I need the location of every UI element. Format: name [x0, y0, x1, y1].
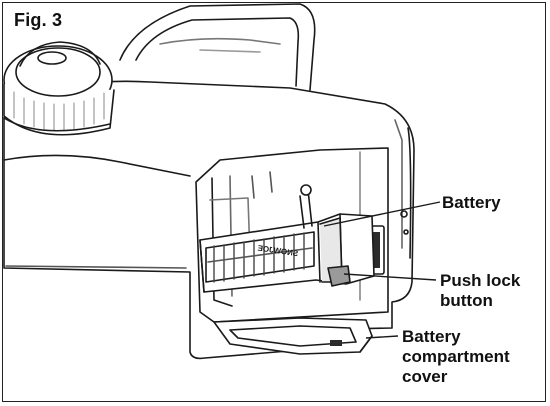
push-lock-label-line1: Push lock	[440, 271, 521, 290]
figure-title: Fig. 3	[14, 10, 63, 30]
leader-lines	[323, 201, 441, 339]
handle	[119, 3, 316, 91]
cover-label-line3: cover	[402, 367, 448, 386]
leader-cover	[365, 335, 399, 339]
compartment-cover	[213, 317, 373, 355]
cover-label-line1: Battery	[402, 327, 461, 346]
leader-push-lock	[343, 273, 437, 281]
leader-battery	[323, 201, 441, 227]
battery-pack	[199, 184, 375, 293]
battery-label: Battery	[442, 193, 501, 212]
fill-cap	[3, 41, 115, 136]
push-lock-button	[327, 265, 351, 287]
push-lock-label-line2: button	[440, 291, 493, 310]
cover-label-line2: compartment	[402, 347, 510, 366]
